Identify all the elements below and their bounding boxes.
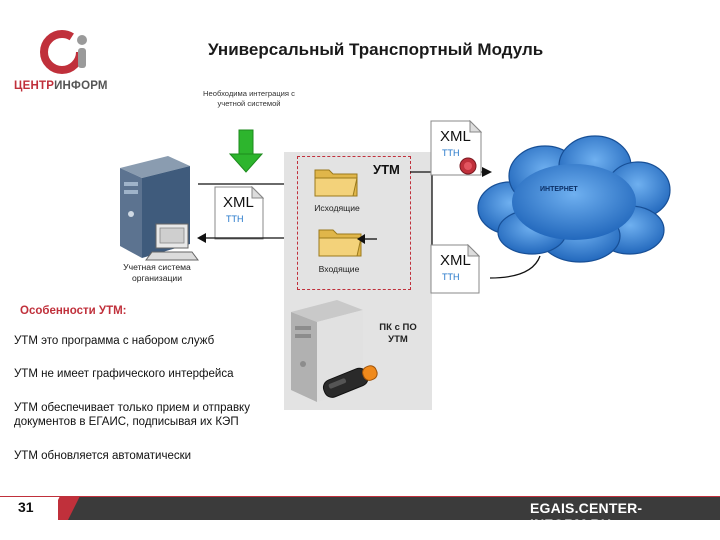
logo-prefix: ЦЕНТР — [14, 80, 55, 92]
internet-label: ИНТЕРНЕТ — [540, 186, 578, 193]
signed-document-icon — [430, 120, 482, 176]
logo-icon — [40, 30, 87, 74]
feature-item: УТМ не имеет графического интерфейса — [14, 368, 234, 380]
xml-label-top: XML — [440, 128, 471, 145]
page-number: 31 — [18, 499, 34, 515]
feature-item: УТМ это программа с набором служб — [14, 335, 215, 347]
ttn-label-left: ТТН — [226, 214, 244, 224]
pc-label: ПК с ПО УТМ — [379, 322, 417, 345]
green-arrow-icon — [228, 129, 264, 173]
logo-suffix: ИНФОРМ — [54, 80, 108, 92]
server-caption: Учетная система организации — [123, 262, 191, 283]
xml-label-left: XML — [223, 194, 254, 211]
page-title: Универсальный Транспортный Модуль — [208, 40, 544, 59]
features-title: Особенности УТМ: — [20, 305, 127, 317]
logo-text: ЦЕНТРИНФОРМ — [14, 80, 108, 92]
utm-frame — [297, 156, 411, 290]
utm-label: УТМ — [373, 162, 400, 177]
feature-item: УТМ обновляется автоматически — [14, 450, 192, 462]
internet-cloud-icon — [477, 135, 671, 263]
outgoing-folder-icon — [314, 169, 358, 197]
document-icon — [430, 244, 480, 294]
arrow-into-incoming — [357, 234, 377, 244]
incoming-label: Входящие — [318, 264, 360, 274]
outgoing-label: Исходящие — [314, 203, 360, 213]
arrow-from-internet — [489, 255, 541, 279]
ttn-label-bottom: ТТН — [442, 272, 460, 282]
footer-bar — [0, 496, 720, 520]
accounting-server-icon — [120, 156, 199, 261]
incoming-folder-icon — [318, 229, 362, 257]
feature-item: УТМ обеспечивает только прием и отправку… — [14, 402, 250, 428]
xml-label-bottom: XML — [440, 252, 471, 269]
integration-note: Необходима интеграция с учетной системой — [203, 89, 295, 108]
usb-token-icon — [322, 365, 378, 398]
ttn-label-top: ТТН — [442, 148, 460, 158]
website-link[interactable]: EGAIS.CENTER-INFORM.RU — [530, 500, 643, 532]
document-icon — [214, 186, 264, 240]
